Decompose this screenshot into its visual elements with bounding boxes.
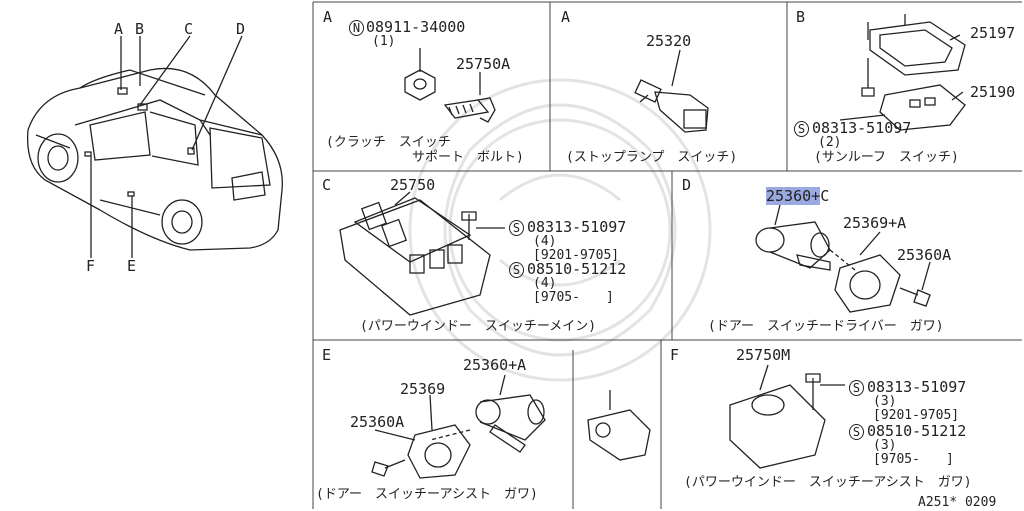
main-screw2-qty: (4) bbox=[533, 276, 557, 291]
highlighted-part-number[interactable]: 25360+ bbox=[766, 187, 821, 205]
panel-e-letter: E bbox=[322, 346, 332, 364]
stop-lamp-part-number[interactable]: 25320 bbox=[646, 32, 692, 50]
callout-d: D bbox=[236, 20, 246, 38]
assist-screw2-range: [9705- ] bbox=[873, 452, 954, 467]
screw-symbol-icon: S bbox=[794, 121, 809, 137]
callout-c: C bbox=[184, 20, 194, 38]
assist-screw1-part[interactable]: 08313-51097 bbox=[867, 378, 967, 396]
panel-a1-letter: A bbox=[323, 8, 333, 26]
nut-quantity: (1) bbox=[372, 34, 396, 49]
panel-d-letter: D bbox=[682, 176, 692, 194]
assist-door-switch-drawing bbox=[371, 374, 546, 479]
main-screw2-part[interactable]: 08510-51212 bbox=[527, 260, 627, 278]
panel-grid bbox=[312, 1, 1022, 509]
panel-c-letter: C bbox=[322, 176, 332, 194]
panel-f-caption: (パワーウインドー スイッチーアシスト ガワ) bbox=[684, 475, 972, 490]
callout-a: A bbox=[114, 20, 124, 38]
panel-a2-letter: A bbox=[561, 8, 571, 26]
assist-screw2-qty: (3) bbox=[873, 438, 897, 453]
panel-a1-caption-1: (クラッチ スイッチ bbox=[326, 135, 451, 150]
screw-symbol-icon: S bbox=[509, 262, 524, 278]
panel-a2-caption: (ストップランプ スイッチ) bbox=[566, 150, 738, 165]
nut-symbol-icon: N bbox=[349, 20, 364, 36]
panel-b-caption: (サンルーフ スイッチ) bbox=[814, 150, 959, 165]
panel-f-letter: F bbox=[670, 346, 680, 364]
diagram-code: A251* 0209 bbox=[918, 495, 997, 510]
assist-screw1-range: [9201-9705] bbox=[873, 408, 960, 423]
callout-e: E bbox=[127, 257, 137, 275]
plug-drawing bbox=[587, 390, 651, 461]
power-window-main-switch-drawing bbox=[339, 191, 505, 316]
driver-switch-suffix: C bbox=[820, 187, 830, 205]
assist-switch-part[interactable]: 25360+A bbox=[463, 356, 527, 374]
driver-screw-part[interactable]: 25360A bbox=[897, 246, 952, 264]
driver-cover-part[interactable]: 25369+A bbox=[843, 214, 907, 232]
power-window-assist-switch-drawing bbox=[729, 364, 845, 469]
assist-screw2-part[interactable]: 08510-51212 bbox=[867, 422, 967, 440]
stop-lamp-switch-drawing bbox=[634, 49, 709, 133]
assist-screw1-qty: (3) bbox=[873, 394, 897, 409]
sunroof-bracket-part[interactable]: 25197 bbox=[970, 24, 1016, 42]
clutch-switch-bolt-drawing bbox=[404, 48, 496, 123]
bolt-part-number[interactable]: 25750A bbox=[456, 55, 511, 73]
panel-b-letter: B bbox=[796, 8, 806, 26]
sunroof-screw-qty: (2) bbox=[818, 135, 842, 150]
panel-d-caption: (ドアー スイッチードライバー ガワ) bbox=[708, 319, 944, 334]
callout-b: B bbox=[135, 20, 145, 38]
sunroof-switch-part[interactable]: 25190 bbox=[970, 83, 1016, 101]
main-screw1-part[interactable]: 08313-51097 bbox=[527, 218, 627, 236]
nut-part-number[interactable]: 08911-34000 bbox=[366, 18, 466, 36]
panel-a1-caption-2: サポート ボルト) bbox=[412, 150, 524, 165]
panel-c-caption: (パワーウインドー スイッチーメイン) bbox=[360, 319, 597, 334]
main-screw1-qty: (4) bbox=[533, 234, 557, 249]
sunroof-switch-drawing bbox=[839, 14, 966, 131]
assist-pw-switch-part[interactable]: 25750M bbox=[736, 346, 791, 364]
assist-screw-part[interactable]: 25360A bbox=[350, 413, 405, 431]
main-screw2-range: [9705- ] bbox=[533, 290, 614, 305]
driver-door-switch-drawing bbox=[755, 204, 931, 313]
panel-e-caption: (ドアー スイッチーアシスト ガワ) bbox=[316, 487, 538, 502]
screw-symbol-icon: S bbox=[849, 424, 864, 440]
assist-cover-part[interactable]: 25369 bbox=[400, 380, 446, 398]
screw-symbol-icon: S bbox=[849, 380, 864, 396]
main-switch-part[interactable]: 25750 bbox=[390, 176, 436, 194]
screw-symbol-icon: S bbox=[509, 220, 524, 236]
vehicle-illustration bbox=[26, 35, 283, 258]
sunroof-screw-part[interactable]: 08313-51097 bbox=[812, 119, 912, 137]
driver-switch-part[interactable]: 25360+C bbox=[766, 187, 830, 205]
main-screw1-range: [9201-9705] bbox=[533, 248, 620, 263]
callout-f: F bbox=[86, 257, 96, 275]
